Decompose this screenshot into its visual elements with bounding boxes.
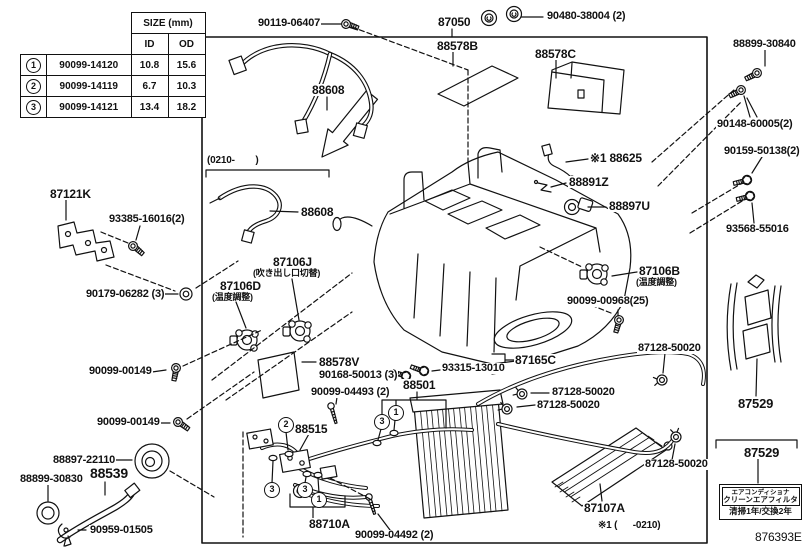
size-table: SIZE (mm) ID OD 1 90099-14120 10.8 15.6 … — [20, 12, 206, 118]
filter-label-line2: クリーンエアフィルタ — [723, 494, 798, 504]
part-number: 90099-14120 — [46, 54, 132, 76]
filter-label-line3: 清掃1年/交換2年 — [729, 506, 792, 517]
od-value: 15.6 — [167, 54, 206, 76]
clean-air-filter-label: エアコンディショナ クリーンエアフィルタ 清掃1年/交換2年 — [719, 484, 802, 520]
table-row: 1 90099-14120 10.8 15.6 — [20, 54, 206, 76]
row-marker: 1 — [26, 57, 41, 73]
evaporator-drawing — [409, 389, 509, 519]
col-id: ID — [130, 33, 169, 55]
col-od: OD — [167, 33, 206, 55]
od-value: 18.2 — [167, 96, 206, 118]
table-row: 2 90099-14119 6.7 10.3 — [20, 75, 206, 97]
part-number: 90099-14119 — [46, 75, 132, 97]
od-value: 10.3 — [167, 75, 206, 97]
size-header: SIZE (mm) — [130, 12, 206, 34]
filter-label-line1: エアコンディショナ — [731, 488, 790, 496]
id-value: 6.7 — [130, 75, 169, 97]
id-value: 13.4 — [130, 96, 169, 118]
heater-unit-drawing — [332, 147, 632, 365]
row-marker: 3 — [26, 99, 41, 115]
direction-arrow — [321, 90, 379, 158]
row-marker: 2 — [26, 78, 41, 94]
part-number: 90099-14121 — [46, 96, 132, 118]
main-frame — [201, 36, 708, 544]
table-row: 3 90099-14121 13.4 18.2 — [20, 96, 206, 118]
id-value: 10.8 — [130, 54, 169, 76]
